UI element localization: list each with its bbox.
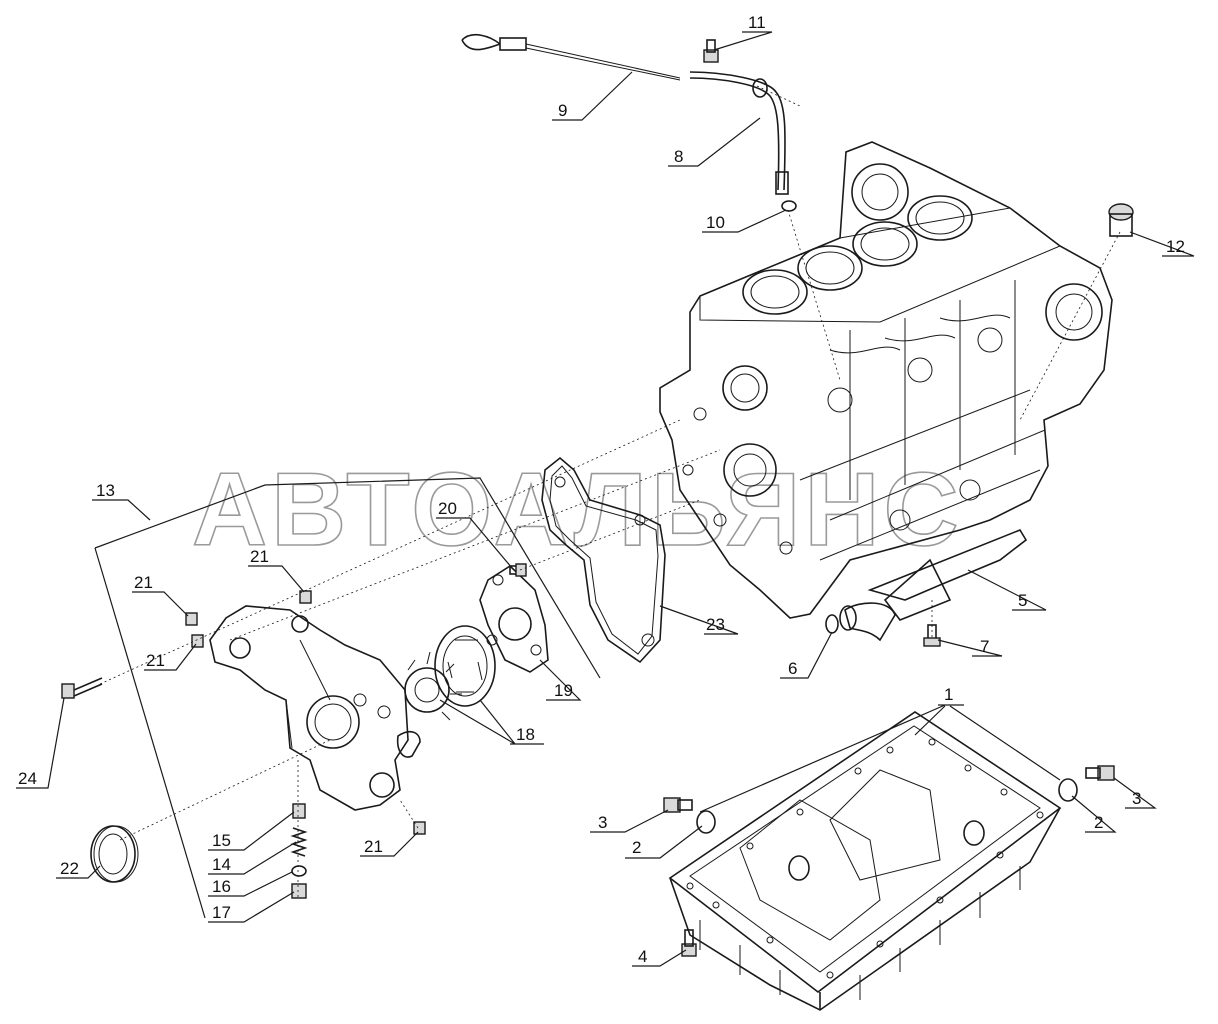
- callout-label: 16: [212, 877, 231, 896]
- watermark: АВТОАЛЬЯНС: [192, 452, 963, 568]
- callout-label: 7: [980, 637, 989, 656]
- front-cover-gasket: [541, 456, 666, 664]
- screw: [509, 563, 527, 577]
- callout-label: 2: [1094, 813, 1103, 832]
- drain-plug: [663, 797, 693, 813]
- callout-label: 4: [638, 947, 647, 966]
- dipstick: [461, 33, 681, 81]
- callout-label: 17: [212, 903, 231, 922]
- bolt: [681, 929, 697, 957]
- bolt: [703, 39, 719, 63]
- relief-valve-spring: [290, 827, 308, 857]
- callout-label: 21: [134, 573, 153, 592]
- callout-label: 20: [438, 499, 457, 518]
- drain-plug: [1085, 765, 1115, 781]
- callout-label: 11: [748, 13, 766, 32]
- callouts: 1 2 2 3 3 4 5 6 7 8 9 10 11: [16, 13, 1195, 967]
- callout-label: 14: [212, 855, 231, 874]
- callout-bracket: [94, 477, 601, 679]
- callout-bracket: [94, 547, 206, 919]
- callout-label: 8: [674, 147, 683, 166]
- callout-label: 22: [60, 859, 79, 878]
- callout-label: 21: [250, 547, 269, 566]
- plug: [1108, 203, 1134, 237]
- bolt: [61, 677, 103, 699]
- o-ring: [825, 614, 839, 634]
- callout-label: 23: [706, 615, 725, 634]
- pump-cover: [479, 564, 549, 673]
- plug: [191, 634, 204, 648]
- callout-label: 5: [1018, 591, 1027, 610]
- oil-pickup-tube: [839, 529, 1028, 642]
- washer: [291, 865, 307, 877]
- engine-block: [659, 141, 1113, 619]
- o-ring: [781, 200, 797, 212]
- callout-label: 15: [212, 831, 231, 850]
- relief-valve-plunger: [292, 803, 306, 819]
- callout-label: 10: [706, 213, 725, 232]
- callout-label: 18: [516, 725, 535, 744]
- callout-label: 24: [18, 769, 37, 788]
- callout-label: 3: [598, 813, 607, 832]
- oil-pan: [668, 711, 1062, 1011]
- assembly-lines: [99, 85, 1121, 900]
- plug-bolt: [291, 883, 307, 899]
- dipstick-tube: [689, 77, 780, 191]
- callout-label: 21: [146, 651, 165, 670]
- callout-label: 2: [632, 838, 641, 857]
- oil-pump-housing: [209, 605, 421, 811]
- callout-label: 9: [558, 101, 567, 120]
- callout-label: 3: [1132, 789, 1141, 808]
- oil-seal: [90, 825, 139, 883]
- sealing-washer: [1058, 778, 1078, 802]
- plug: [185, 612, 198, 626]
- pump-rotor-set: [404, 625, 496, 721]
- sealing-washer: [696, 810, 716, 834]
- callout-label: 21: [364, 837, 383, 856]
- callout-label: 12: [1166, 237, 1185, 256]
- callout-label: 13: [96, 481, 115, 500]
- callout-label: 19: [554, 681, 573, 700]
- callout-label: 1: [944, 685, 953, 704]
- plug: [299, 590, 312, 604]
- callout-label: 6: [788, 659, 797, 678]
- plug: [413, 821, 426, 835]
